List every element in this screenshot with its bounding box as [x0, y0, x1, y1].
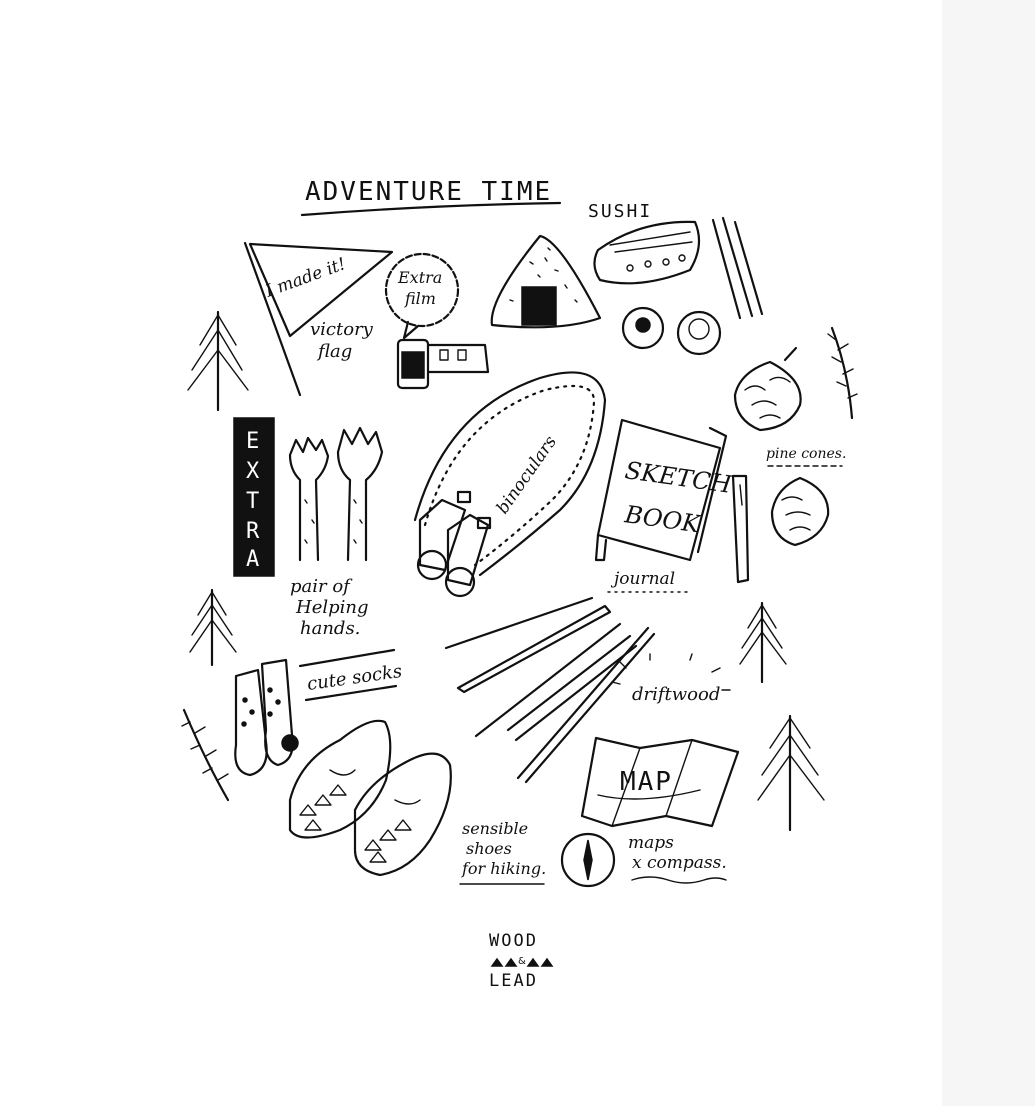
logo-line-2: &	[518, 956, 526, 967]
maps-underline	[631, 876, 727, 884]
helping-hands-label-2: Helping	[295, 597, 369, 618]
driftwood-label: driftwood	[632, 684, 720, 705]
helping-hands-label-1: pair of	[290, 576, 353, 597]
helping-hands-icon	[288, 426, 384, 562]
page-title: ADVENTURE TIME	[305, 177, 552, 207]
victory-flag-label-1: victory	[310, 319, 374, 340]
flag-text: I made it!	[262, 254, 349, 302]
pine-tree-icon	[739, 601, 787, 684]
sushi-icon	[593, 216, 764, 356]
svg-text:E: E	[246, 429, 259, 454]
compass-icon	[560, 832, 616, 888]
shoes-label-2: shoes	[466, 839, 512, 858]
map-icon: MAP	[580, 736, 740, 828]
maps-label-2: x compass.	[632, 853, 727, 873]
journal-label: journal	[610, 569, 675, 589]
svg-text:X: X	[246, 459, 260, 484]
driftwood-icon	[444, 596, 656, 784]
pine-cone-icon	[733, 346, 802, 432]
pine-tree-icon	[189, 588, 237, 667]
sketchbook-label-2: BOOK	[622, 500, 704, 539]
logo-line-1: WOOD	[489, 931, 538, 951]
sketchbook-label-1: SKETCH	[623, 456, 734, 499]
logo-line-3: LEAD	[489, 971, 538, 991]
maps-label-1: maps	[628, 833, 674, 853]
socks-icon	[234, 658, 299, 777]
extra-banner: E X T R A	[233, 417, 275, 577]
onigiri-icon	[490, 234, 602, 329]
pine-tree-icon	[757, 714, 825, 832]
paper-sheet	[0, 0, 942, 1106]
cute-socks-underline-bottom	[304, 684, 398, 702]
victory-flag-label-2: flag	[316, 341, 352, 362]
fern-sprig-icon	[181, 708, 230, 802]
pen-icon	[731, 474, 750, 584]
svg-text:R: R	[246, 519, 260, 544]
pine-cones-label: pine cones.	[766, 446, 846, 462]
shoes-label-1: sensible	[462, 819, 528, 838]
svg-text:T: T	[246, 489, 259, 514]
title-underline	[300, 201, 562, 217]
cute-socks-underline-top	[298, 648, 396, 668]
map-label: MAP	[620, 767, 673, 797]
pine-tree-icon	[187, 310, 249, 412]
driftwood-sparkle	[611, 653, 731, 691]
binoculars-icon	[413, 371, 607, 598]
wood-and-lead-logo: WOOD & LEAD	[489, 931, 554, 991]
fern-sprig-icon	[827, 326, 858, 420]
hiking-shoes-icon	[288, 719, 452, 877]
cute-socks-label: cute socks	[306, 661, 404, 695]
sketchbook-icon: SKETCH BOOK	[594, 418, 734, 562]
helping-hands-label-3: hands.	[300, 618, 360, 639]
sushi-label: SUSHI	[588, 201, 652, 222]
shoes-label-3: for hiking.	[461, 859, 546, 878]
extra-film-label-2: film	[404, 289, 436, 308]
binoculars-label: binoculars	[493, 432, 561, 518]
paper-edge	[942, 0, 1035, 1106]
extra-film-icon: Extra film	[384, 252, 490, 390]
extra-film-label-1: Extra	[397, 268, 442, 287]
svg-text:A: A	[246, 547, 259, 572]
pine-cone-icon	[770, 476, 830, 547]
